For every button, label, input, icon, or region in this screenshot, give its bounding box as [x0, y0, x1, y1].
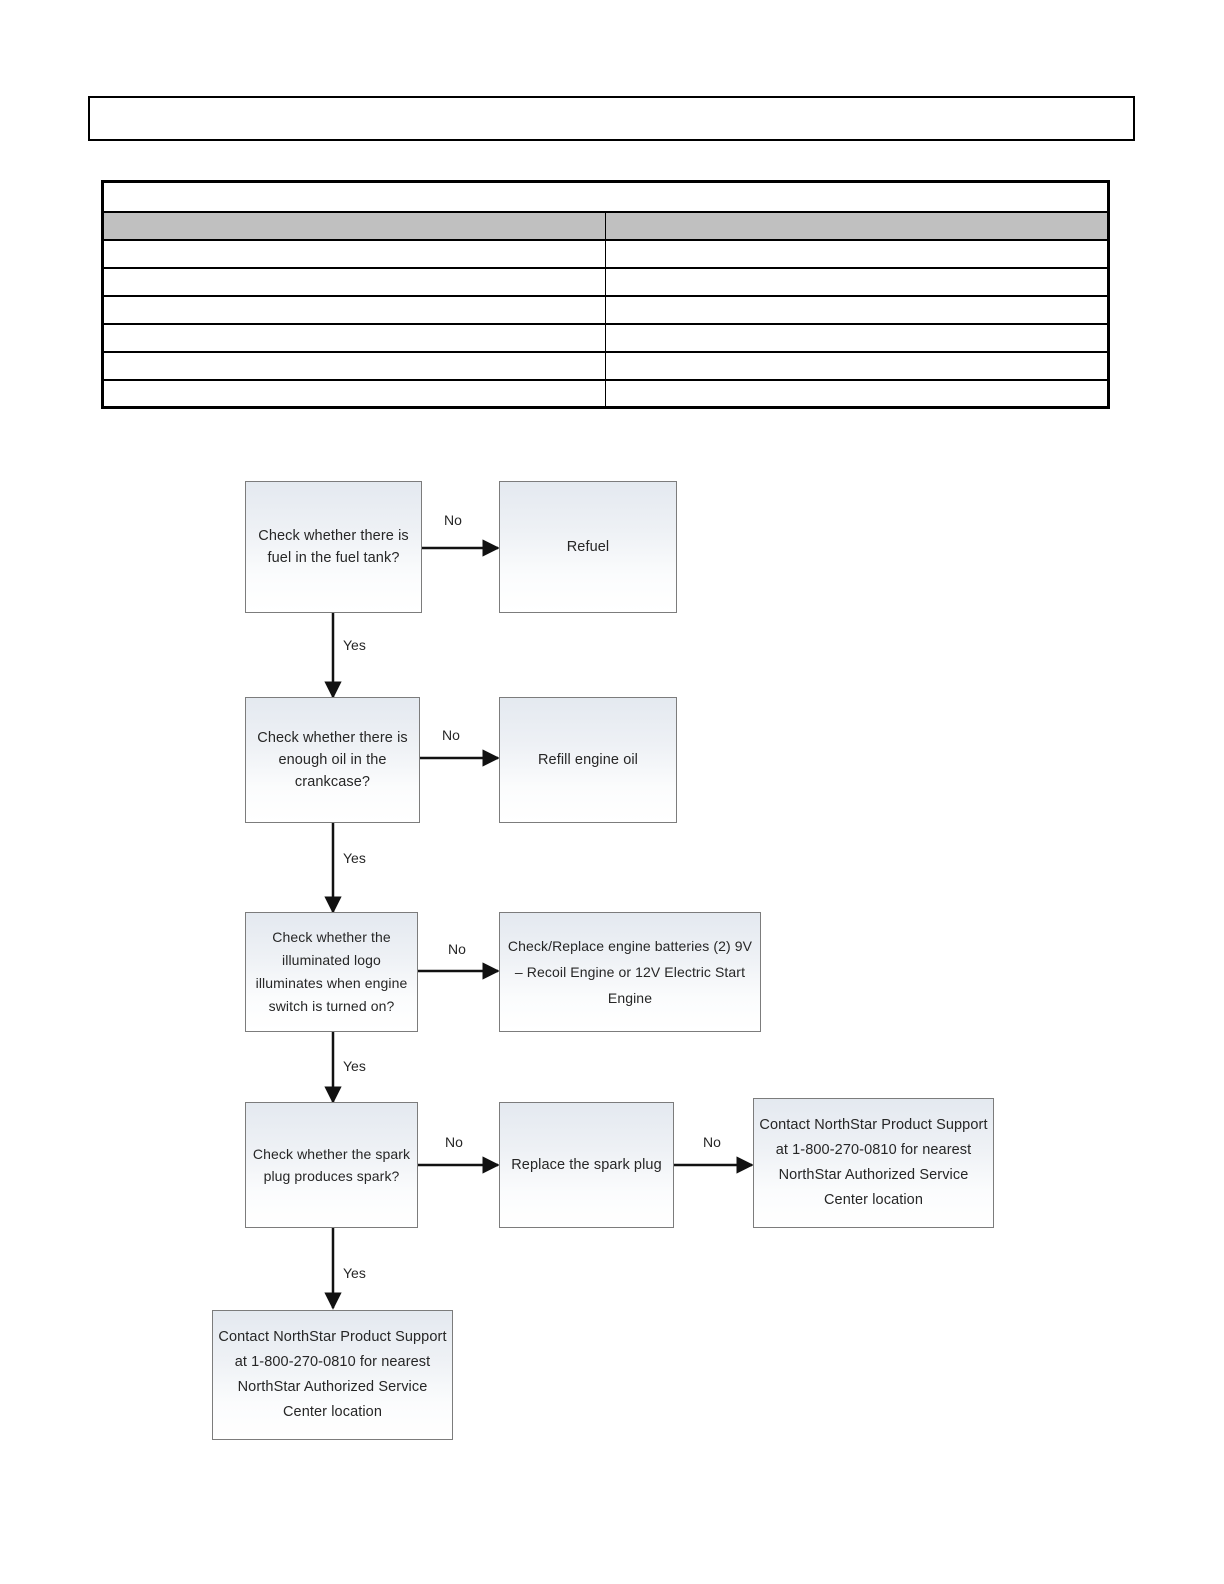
flow-node-check-fuel[interactable]: Check whether there is fuel in the fuel …	[245, 481, 422, 613]
flow-node-label: Contact NorthStar Product Support at 1-8…	[218, 1329, 447, 1420]
spec-table	[101, 180, 1110, 409]
flow-node-label: Check/Replace engine batteries (2) 9V – …	[507, 938, 753, 1006]
table-cell	[102, 266, 606, 296]
edge-label-yes-spark: Yes	[343, 1265, 366, 1281]
flow-node-replace-spark[interactable]: Replace the spark plug	[499, 1102, 674, 1228]
table-cell	[605, 294, 1109, 324]
flow-node-contact-right[interactable]: Contact NorthStar Product Support at 1-8…	[753, 1098, 994, 1228]
flow-node-contact-bottom[interactable]: Contact NorthStar Product Support at 1-8…	[212, 1310, 453, 1440]
flow-node-label: Check whether the illuminated logo illum…	[255, 929, 408, 1014]
table-cell	[605, 238, 1109, 268]
flow-node-check-batteries[interactable]: Check/Replace engine batteries (2) 9V – …	[499, 912, 761, 1032]
flow-node-label: Refuel	[566, 539, 610, 555]
flow-node-label: Contact NorthStar Product Support at 1-8…	[759, 1117, 988, 1208]
edge-label-yes-oil: Yes	[343, 850, 366, 866]
flow-node-check-oil[interactable]: Check whether there is enough oil in the…	[245, 697, 420, 823]
flow-node-check-logo[interactable]: Check whether the illuminated logo illum…	[245, 912, 418, 1032]
table-header-cell-1	[605, 210, 1109, 241]
table-row	[102, 294, 1109, 324]
table-row	[102, 238, 1109, 268]
table-title-cell	[102, 181, 1109, 213]
table-cell	[605, 266, 1109, 296]
table-header-row	[102, 210, 1109, 241]
edge-label-no-logo: No	[448, 941, 466, 957]
table-header-cell-0	[102, 210, 606, 241]
table-cell	[605, 378, 1109, 408]
table-cell	[102, 378, 606, 408]
edge-label-no-oil: No	[442, 727, 460, 743]
table-cell	[605, 350, 1109, 380]
flow-node-refuel[interactable]: Refuel	[499, 481, 677, 613]
table-row	[102, 266, 1109, 296]
flow-node-label: Check whether there is enough oil in the…	[257, 730, 408, 790]
flow-node-check-spark[interactable]: Check whether the spark plug produces sp…	[245, 1102, 418, 1228]
table-title-row	[102, 181, 1109, 213]
table-row	[102, 350, 1109, 380]
edge-label-no-fuel: No	[444, 512, 462, 528]
flow-node-label: Check whether the spark plug produces sp…	[252, 1146, 411, 1184]
flow-node-label: Refill engine oil	[537, 752, 639, 768]
table-row	[102, 322, 1109, 352]
edge-label-no-spark: No	[445, 1134, 463, 1150]
edge-label-yes-logo: Yes	[343, 1058, 366, 1074]
edge-label-yes-fuel: Yes	[343, 637, 366, 653]
edge-label-no-replace: No	[703, 1134, 721, 1150]
header-box	[88, 96, 1135, 141]
flow-node-label: Check whether there is fuel in the fuel …	[258, 528, 409, 566]
table-cell	[605, 322, 1109, 352]
flow-node-refill-oil[interactable]: Refill engine oil	[499, 697, 677, 823]
table-row	[102, 378, 1109, 408]
flow-node-label: Replace the spark plug	[511, 1157, 662, 1173]
